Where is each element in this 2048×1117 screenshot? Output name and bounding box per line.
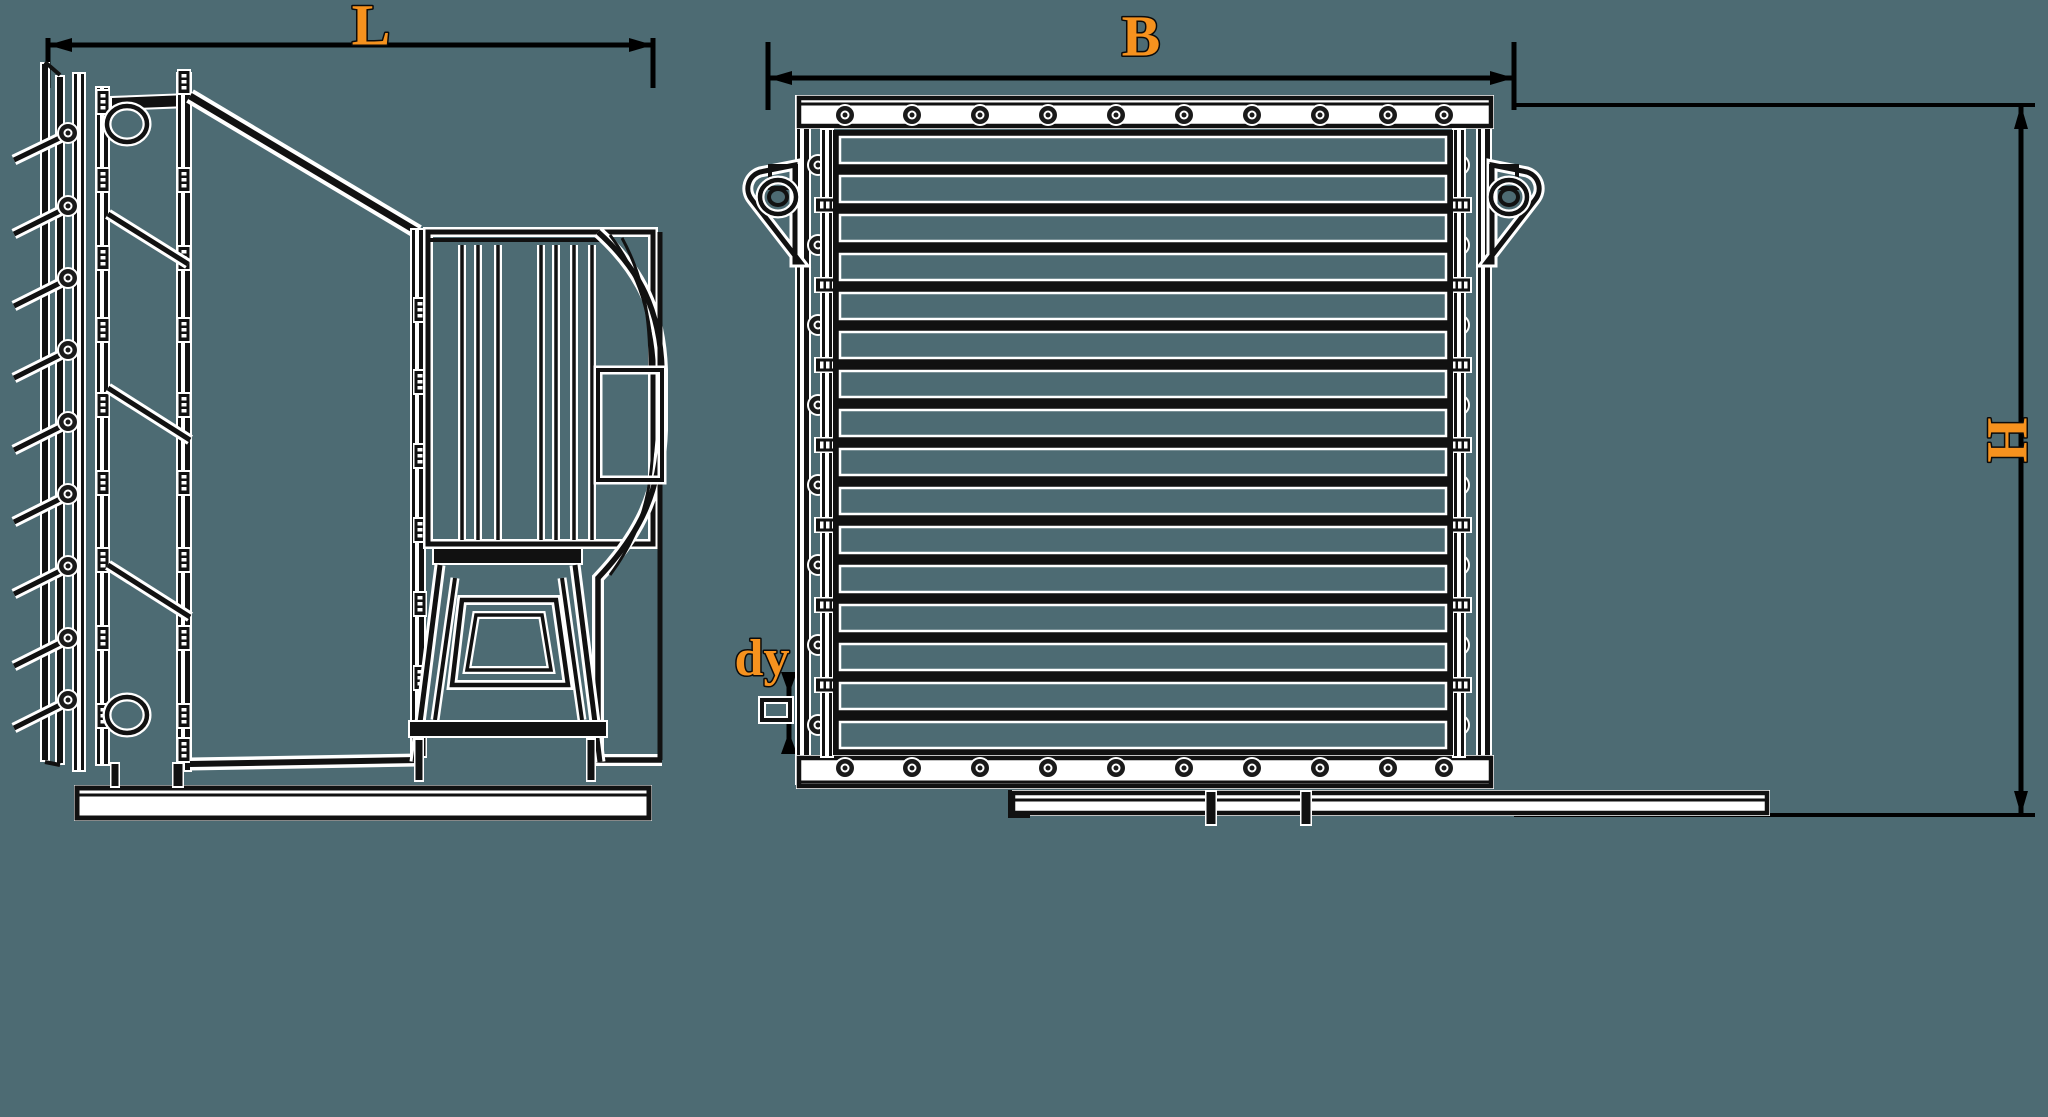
side-inner-rail	[72, 72, 86, 772]
side-base-beam	[74, 785, 652, 821]
side-motor-housing	[423, 227, 658, 549]
side-inclined-body	[186, 89, 427, 771]
side-body-left-wall	[95, 86, 110, 766]
front-bottom-rail	[796, 755, 1494, 789]
dimension-line-H	[1514, 103, 2035, 817]
dimension-label-dy: dy	[735, 630, 790, 687]
front-view: B H dy	[733, 2, 2041, 826]
side-deck-stubs	[11, 122, 79, 733]
side-inspection-hole-top	[102, 101, 152, 147]
side-inspection-hole-bottom	[102, 692, 152, 738]
dimension-label-B: B	[1122, 3, 1161, 68]
front-inner-stiles	[814, 128, 1472, 758]
side-body-feet	[110, 762, 184, 788]
dimension-label-H: H	[1974, 417, 2039, 462]
dimension-line-L	[45, 38, 656, 88]
side-drive-end-cover	[592, 227, 668, 766]
side-discharge-hopper	[408, 547, 608, 782]
front-lifting-lug-right	[1475, 158, 1545, 268]
front-lifting-lug-left	[742, 158, 812, 268]
dimension-line-B	[765, 42, 1517, 110]
side-view: L	[11, 0, 668, 821]
front-deck-slats	[833, 130, 1453, 755]
front-bottom-beam	[1008, 790, 1770, 826]
dimension-line-dy	[758, 672, 797, 754]
side-diagonal-bracing	[105, 209, 193, 622]
dimension-label-L: L	[352, 0, 391, 57]
front-top-rail	[796, 95, 1494, 129]
side-bay-divider-rail	[176, 69, 192, 772]
